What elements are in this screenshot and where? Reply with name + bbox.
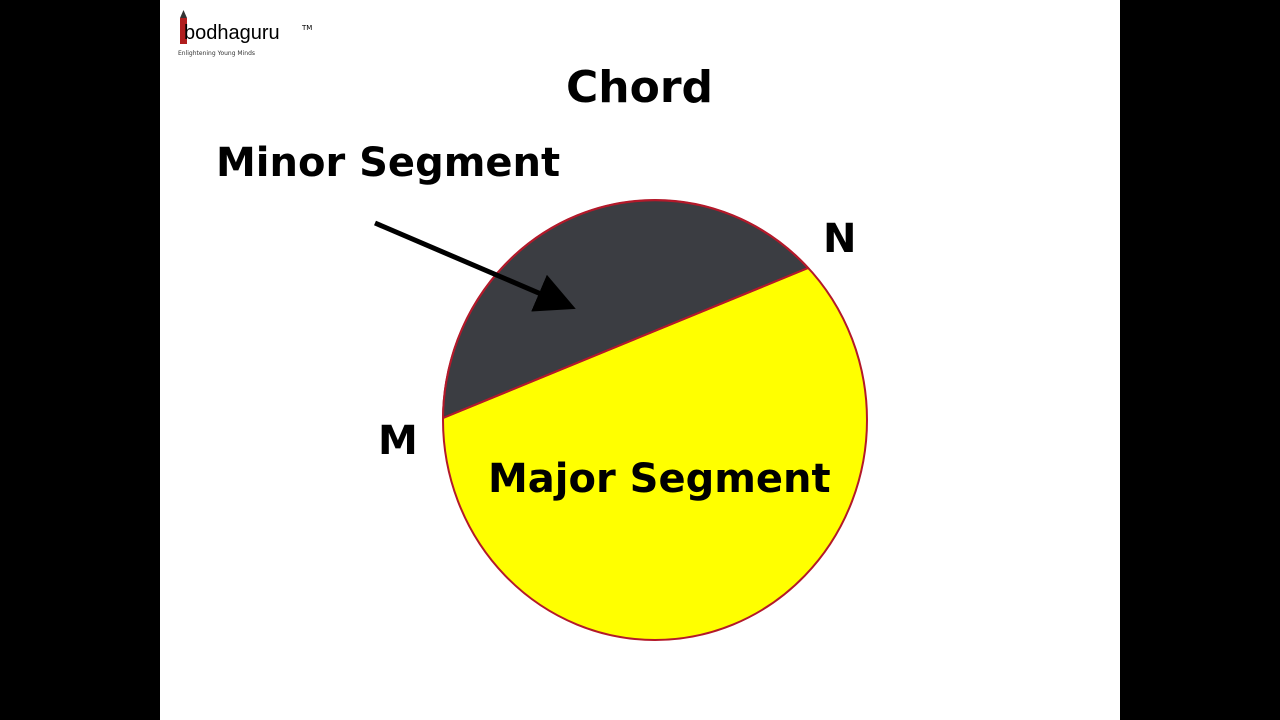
diagram-title: Chord — [566, 62, 714, 113]
chord-line — [442, 267, 809, 419]
point-n-label: N — [823, 216, 857, 262]
pencil-icon — [180, 10, 187, 44]
minor-segment-label: Minor Segment — [216, 140, 561, 186]
minor-segment — [441, 199, 810, 420]
bodhaguru-logo: bodhaguru TM Enlightening Young Minds — [176, 10, 316, 66]
point-m-label: M — [378, 418, 418, 464]
arrow — [374, 220, 576, 312]
major-segment-label: Major Segment — [488, 456, 831, 502]
